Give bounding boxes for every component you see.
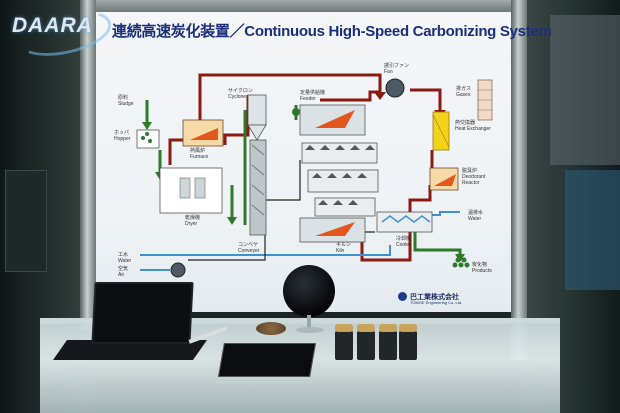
background-panel-blue [565,170,620,290]
label-cooler: 冷却機 Cooler [396,236,412,248]
glass-table-edge [40,318,560,324]
watermark-logo: DAARA [12,14,93,37]
fan [385,78,405,98]
sample-jar [357,324,375,360]
label-cyclone: サイクロン Cyclone [228,88,253,100]
company-name-ja: 巴工業株式会社 [410,294,459,301]
furnace [182,119,224,147]
label-sludge: 原料 Sludge [118,95,134,107]
label-heat-exchanger: 熱交換器 Heat Exchanger [455,120,491,132]
laptop-screen [91,282,194,344]
bowl-foot [296,327,324,333]
frame-top-rail [80,0,525,12]
label-feeder: 定量供給機 Feeder [300,90,326,102]
hopper [136,129,160,149]
sample-jar [379,324,397,360]
label-hopper: ホッパ Hopper [114,130,131,142]
label-water-out: 温排水 Water [468,210,484,222]
label-air: 空気 Air [118,266,129,278]
gases-stack [477,79,493,121]
bowl-stem [307,315,311,329]
kiln-flights [305,145,375,205]
background-panel [550,15,620,165]
air-blower [170,262,186,278]
label-products: 炭化物 Products [472,262,492,274]
label-fan: 誘引ファン Fan [384,63,410,75]
label-furnace: 熱風炉 Furnace [190,148,209,160]
label-deodorant-reactor: 脱臭炉 Deodorant Reactor [462,168,486,186]
frame-post-left [80,0,96,330]
carbon-tray [218,343,316,377]
frame-post-right [511,0,527,360]
company-name-en: TOMOE Engineering Co.,Ltd. [410,300,463,305]
kiln [299,104,379,243]
label-water-in: 工水 Water [118,252,132,264]
label-dryer: 乾燥機 Dryer [185,215,201,227]
sample-jar [335,324,353,360]
dryer [159,167,223,214]
feeder [292,108,300,116]
label-gases: 排ガス Gases [456,86,472,98]
conveyer [249,139,267,236]
sample-jar [399,324,417,360]
products-pile [452,257,470,268]
board-title: 連続高速炭化装置／Continuous High-Speed Carbonizi… [112,23,552,40]
cooler [376,211,433,233]
sludge-sample [256,322,286,335]
background-right [520,0,620,413]
label-conveyer: コンベヤ Conveyer [238,242,260,254]
carbonized-product-bowl [283,265,335,317]
company-logo-mark [398,292,407,301]
background-poster [5,170,47,272]
label-kiln: キルン Kiln [336,242,351,254]
